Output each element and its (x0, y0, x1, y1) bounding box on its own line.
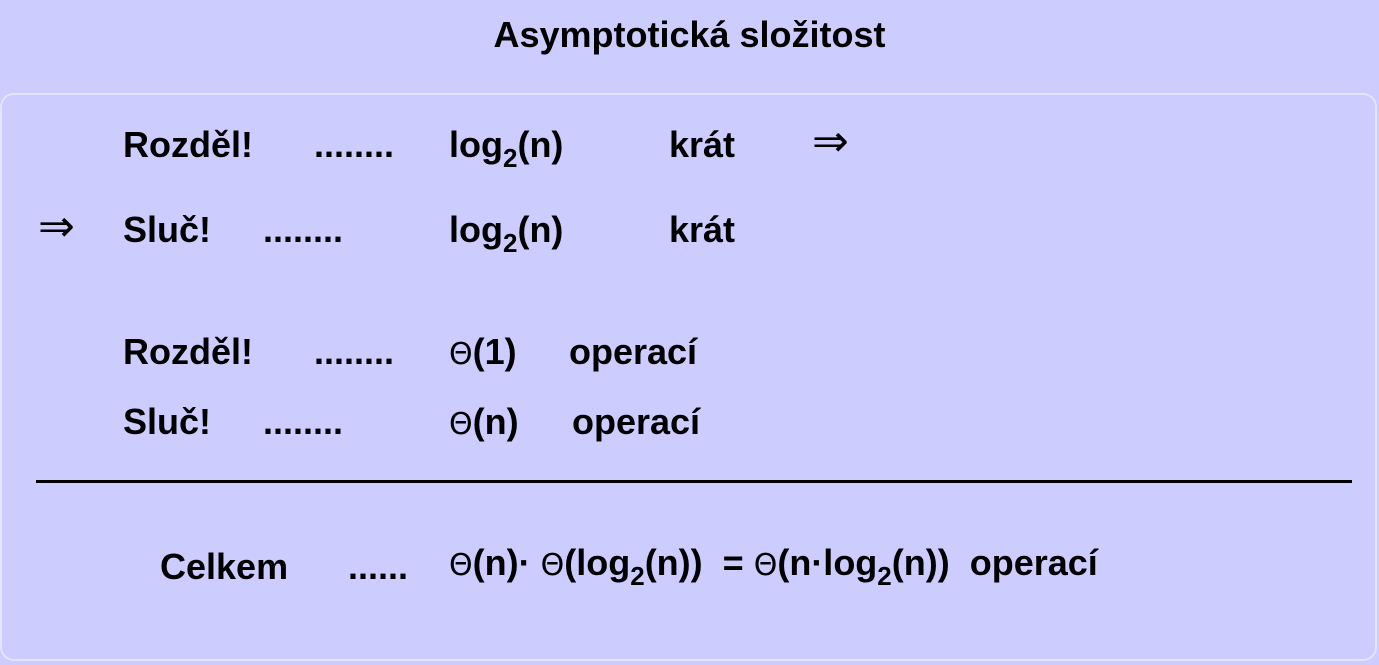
row3-label: Rozděl! (123, 331, 253, 372)
implies-arrow-icon: ⇒ (812, 116, 849, 167)
row3-dots: ........ (314, 331, 395, 372)
content-panel (0, 93, 1377, 661)
implies-arrow-icon: ⇒ (38, 201, 75, 252)
row1-word: krát (669, 124, 736, 165)
row3-expression: Θ(1) (449, 331, 517, 372)
row2-label: Sluč! (123, 209, 212, 250)
row4-expression: Θ(n) (449, 401, 519, 442)
total-label: Celkem (160, 546, 289, 587)
divider (36, 480, 1352, 483)
slide-title: Asymptotická složitost (493, 14, 886, 55)
total-dots: ...... (348, 546, 409, 587)
total-formula: Θ(n)· Θ(log2(n)) = Θ(n·log2(n)) operací (449, 542, 1098, 591)
row2-expression: log2(n) (449, 209, 564, 258)
row1-label: Rozděl! (123, 124, 253, 165)
row4-label: Sluč! (123, 401, 212, 442)
row3-word: operací (569, 331, 698, 372)
row1-dots: ........ (314, 124, 395, 165)
row2-dots: ........ (263, 209, 344, 250)
row4-dots: ........ (263, 401, 344, 442)
row1-expression: log2(n) (449, 124, 564, 173)
row4-word: operací (572, 401, 701, 442)
row2-word: krát (669, 209, 736, 250)
